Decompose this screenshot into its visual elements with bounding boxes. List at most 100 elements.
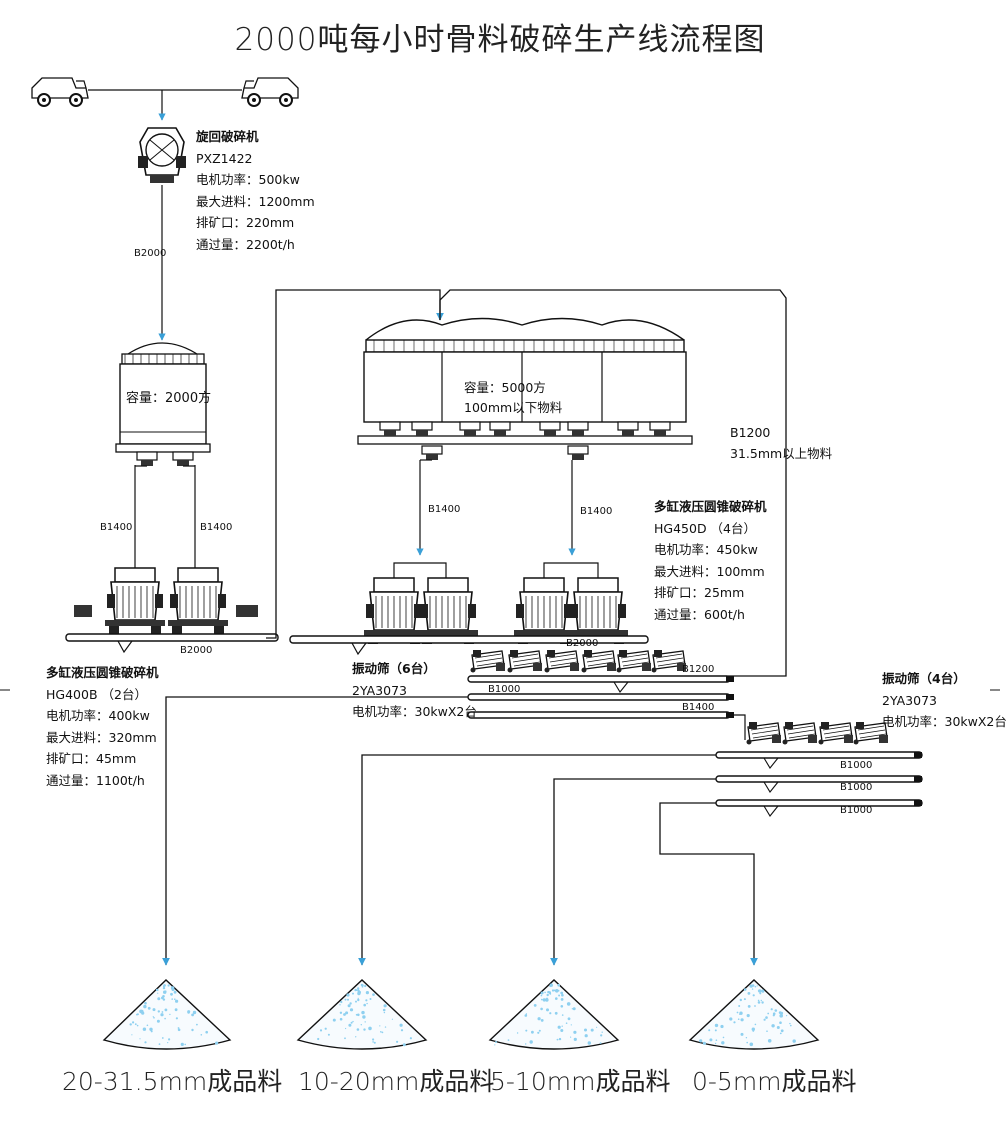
pile-speckle [758,989,762,993]
pile-speckle [357,1013,360,1017]
pile-speckle [714,1029,717,1032]
pile-speckle [751,1027,755,1031]
pile-speckle [759,992,762,995]
spec-line: 电机功率：500kw [196,172,300,187]
pile-speckle [332,1018,336,1022]
pile-speckle [601,1031,603,1033]
pile-speckle [541,998,543,1001]
pile-speckle [349,1002,352,1005]
cone-crusher-icon [104,567,166,635]
pile-speckle [184,1043,186,1046]
pile-speckle [766,1030,768,1032]
pile-speckle [767,1012,770,1015]
pile-speckle [747,992,751,995]
pile-speckle [754,1005,756,1007]
gyratory-crusher-icon [138,127,186,183]
pile-speckle [745,1037,748,1039]
cone-crusher-small-spec: 多缸液压圆锥破碎机 HG400B （2台） 电机功率：400kw 最大进料：32… [46,662,159,791]
pile-speckle [175,999,179,1003]
stockpile-icon [102,979,232,1050]
pile-speckle [554,1011,558,1015]
cone-crusher-small-name: 多缸液压圆锥破碎机 [46,665,159,680]
spec-line: 电机功率：30kwX2台 [882,714,1007,729]
pile-speckle [770,1008,773,1011]
pile-speckle [215,1041,219,1045]
pile-speckle [339,1011,343,1014]
pile-speckle [357,991,359,993]
cone-crusher-large-name: 多缸液压圆锥破碎机 [654,499,767,514]
vibrating-screen-icon [543,649,580,674]
pile-speckle [779,1021,782,1024]
pile-speckle [149,1027,153,1032]
pile-speckle [177,1028,181,1032]
vibrating-screen-icon [615,649,652,674]
silo-2000-capacity: 容量：2000方 [126,391,212,406]
pile-speckle [173,990,177,994]
pile-speckle [529,1040,533,1044]
pile-speckle [596,1026,598,1028]
pile-speckle [153,1017,155,1019]
product-label-10-20: 10-20mm成品料 [298,1067,495,1096]
pile-speckle [347,1004,351,1008]
pile-speckle [708,1029,711,1032]
pile-speckle [365,991,369,995]
pile-speckle [372,993,375,996]
silo-2000-icon [115,342,211,453]
pile-speckle [555,997,558,1000]
pile-speckle [139,1038,141,1040]
pile-speckle [544,991,546,994]
pile-speckle [350,1021,353,1024]
pile-speckle [584,1028,587,1032]
pile-speckle [746,1014,750,1018]
pile-speckle [143,1004,147,1009]
pile-speckle [136,1024,139,1027]
pile-speckle [192,1010,197,1015]
pile-speckle [786,1015,788,1017]
pile-speckle [163,984,166,987]
dump-truck-icon [31,77,89,107]
pile-speckle [136,1013,139,1016]
pile-speckle [396,1040,399,1043]
pile-speckle [357,997,359,1000]
pile-speckle [380,1031,382,1033]
pile-speckle [736,1011,739,1014]
pile-speckle [339,1004,341,1006]
pile-speckle [352,1020,354,1023]
pile-speckle [361,985,364,988]
pile-speckle [170,986,175,990]
pile-speckle [171,998,173,1000]
pile-speckle [738,1005,741,1007]
pile-speckle [557,989,560,992]
pile-speckle [733,1021,736,1024]
pile-speckle [362,984,364,986]
belt-label-screen-b1000: B1000 [488,684,521,695]
pile-speckle [715,1039,718,1041]
pile-speckle [366,1002,368,1005]
gyratory-crusher-spec: 旋回破碎机 PXZ1422 电机功率：500kw 最大进料：1200mm 排矿口… [196,126,315,255]
pile-speckle [778,1011,782,1014]
cone-crusher-icon [513,577,575,645]
belt-label-screen-b1200: B1200 [682,664,715,675]
stockpile-icon [296,979,428,1050]
pile-speckle [572,1007,576,1011]
pile-speckle [531,1030,534,1034]
pile-speckle [779,1032,782,1035]
pile-speckle [162,998,166,1001]
pile-speckle [756,985,758,987]
pile-speckle [570,1024,572,1026]
pile-speckle [561,1025,563,1027]
screen-4-spec: 振动筛（4台） 2YA3073 电机功率：30kwX2台 [882,668,1007,733]
spec-line: PXZ1422 [196,150,253,166]
pile-speckle [525,1043,527,1045]
pile-speckle [161,996,164,1000]
pile-speckle [584,1034,588,1038]
product-piles [102,979,820,1050]
pile-speckle [168,1038,171,1041]
pile-speckle [355,1000,357,1003]
pile-speckle [751,988,754,990]
pile-speckle [174,1008,178,1012]
pile-speckle [170,992,173,996]
pile-speckle [767,1039,772,1043]
pile-speckle [548,991,551,994]
